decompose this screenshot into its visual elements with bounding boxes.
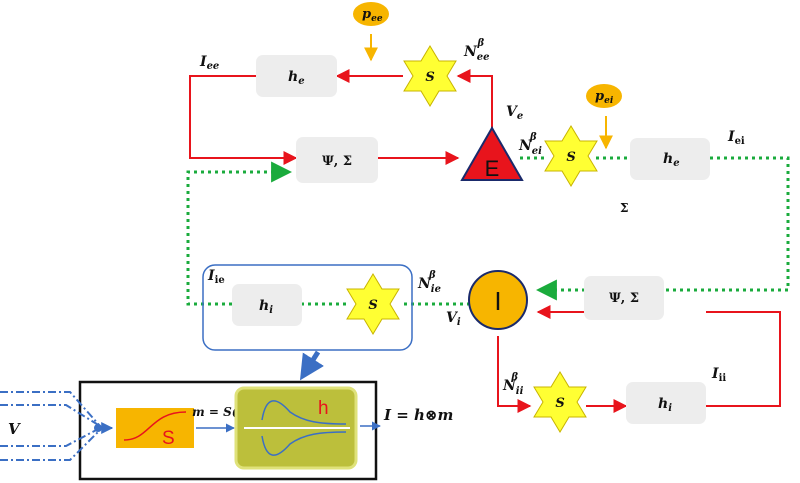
ie-pathway-group: [202, 264, 413, 351]
inset-V-label: V: [8, 420, 21, 438]
input-lines: [0, 391, 114, 461]
label-N-ie: Nieβ: [417, 270, 441, 295]
label-I-ei: Iei: [727, 129, 745, 147]
sigmoid-star-ie: S: [346, 273, 400, 335]
psi-top-box: Ψ, Σ: [296, 137, 378, 183]
signal-labels: Iee Ve Neeβ Neiβ Iei Σ Iie Nieβ Vi Niiβ …: [199, 38, 745, 397]
svg-text:S: S: [162, 428, 175, 449]
external-inputs: pee pei: [353, 2, 622, 150]
inter-population-edges: [186, 156, 790, 306]
label-I-ee: Iee: [199, 54, 219, 72]
p-ei-label: pei: [595, 89, 614, 106]
svg-text:Ψ, Σ: Ψ, Σ: [609, 291, 639, 306]
he-right-box: he: [630, 138, 710, 180]
p-ee-node: [353, 2, 389, 26]
svg-text:S: S: [425, 70, 434, 85]
p-ee-label: pee: [362, 7, 383, 24]
svg-text:hi: hi: [658, 396, 672, 414]
excitatory-population-E: E: [460, 125, 524, 181]
svg-text:S: S: [368, 298, 377, 313]
edge-hi-to-psi: [186, 161, 293, 306]
he-top-box: he: [256, 55, 337, 97]
edge-he-to-psi: [189, 75, 298, 165]
inset-I-eq: I = h⊗m: [383, 406, 453, 424]
svg-text:S: S: [555, 396, 564, 411]
sigmoid-star-ii: S: [533, 371, 587, 433]
p-ei-node: [586, 84, 622, 108]
label-N-ee: Neeβ: [463, 38, 490, 63]
excitatory-loop-edges: [189, 69, 493, 165]
inhibitory-population-I: I: [468, 270, 528, 330]
svg-text:he: he: [663, 151, 680, 169]
psi-bottom-box: Ψ, Σ: [584, 276, 664, 320]
zoom-arrow: [299, 350, 324, 381]
svg-text:I: I: [494, 286, 501, 316]
label-I-ie: Iie: [207, 268, 225, 286]
svg-text:he: he: [288, 69, 305, 87]
sigmoid-star-ei: S: [544, 125, 598, 187]
label-I-ii: Iii: [711, 366, 726, 384]
neural-mass-inset: V S m = S(V) h I = h⊗m: [0, 380, 453, 481]
label-N-ii: Niiβ: [502, 372, 524, 397]
label-V-e: Ve: [506, 104, 523, 122]
label-V-i: Vi: [446, 310, 461, 328]
sigmoid-star-ee: S: [403, 45, 457, 107]
sigmoid-box: [116, 408, 194, 448]
edge-E-to-See: [456, 69, 493, 128]
hi-left-box: hi: [232, 284, 302, 326]
svg-text:E: E: [485, 156, 500, 181]
svg-text:Ψ, Σ: Ψ, Σ: [322, 154, 352, 169]
label-sigma: Σ: [620, 201, 628, 215]
svg-text:h: h: [318, 398, 329, 419]
svg-text:hi: hi: [259, 298, 273, 316]
hi-bottom-box: hi: [626, 382, 706, 424]
svg-text:S: S: [566, 150, 575, 165]
edge-hi-to-psi-bottom: [706, 311, 781, 407]
edge-I-to-Sii: [497, 336, 532, 413]
label-N-ei: Neiβ: [518, 132, 542, 157]
